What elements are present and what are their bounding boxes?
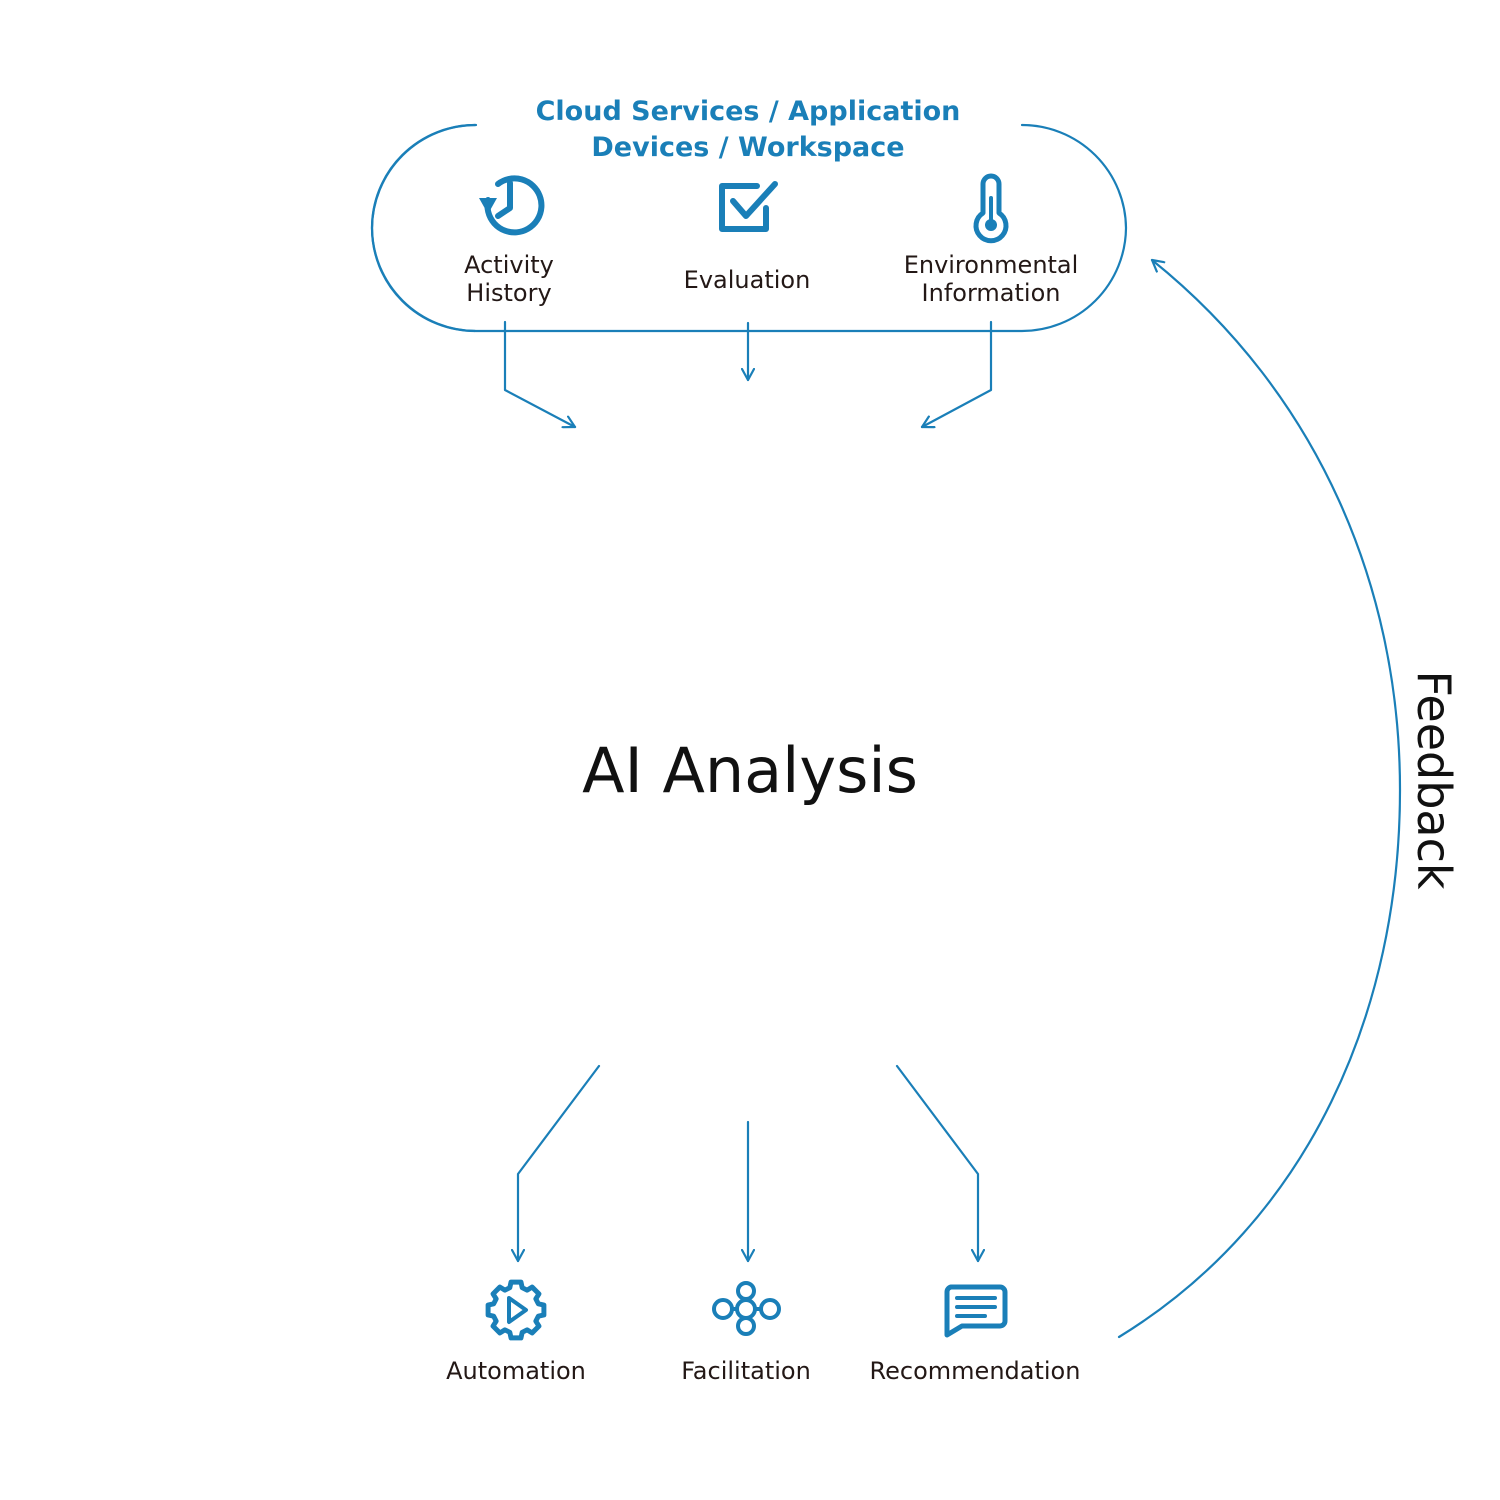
feedback-label: Feedback [1407,670,1461,889]
arrow-activity-to-analysis [503,320,577,427]
checkbox-icon [719,181,778,232]
source-environmental-information: Environmental Information [904,173,1079,307]
chat-message-icon [944,1284,1008,1338]
thermometer-icon [973,173,1009,244]
evaluation-label: Evaluation [684,266,811,294]
output-facilitation: Facilitation [681,1281,811,1385]
source-activity-history: Activity History [464,175,554,307]
environmental-information-label-line-1: Environmental [904,251,1079,279]
activity-history-label-line-2: History [466,279,551,307]
recommendation-label: Recommendation [870,1357,1081,1385]
source-capsule-left [370,123,477,333]
source-title-line-2: Devices / Workspace [591,132,904,163]
facilitation-label: Facilitation [681,1357,811,1385]
gear-play-icon [485,1279,547,1341]
arrow-environment-to-analysis [920,320,993,427]
automation-label: Automation [446,1357,586,1385]
feedback-arc [1117,258,1402,1339]
environmental-information-label-line-2: Information [922,279,1061,307]
source-evaluation: Evaluation [684,181,811,294]
activity-history-label-line-1: Activity [464,251,554,279]
arrow-analysis-to-automation [518,1064,601,1263]
output-automation: Automation [446,1279,586,1385]
arrow-analysis-to-recommendation [895,1064,978,1263]
history-clock-icon [479,175,545,236]
output-recommendation: Recommendation [870,1284,1081,1385]
ai-analysis-label: AI Analysis [582,734,918,807]
network-nodes-icon [712,1281,781,1336]
source-title-line-1: Cloud Services / Application [536,96,961,127]
